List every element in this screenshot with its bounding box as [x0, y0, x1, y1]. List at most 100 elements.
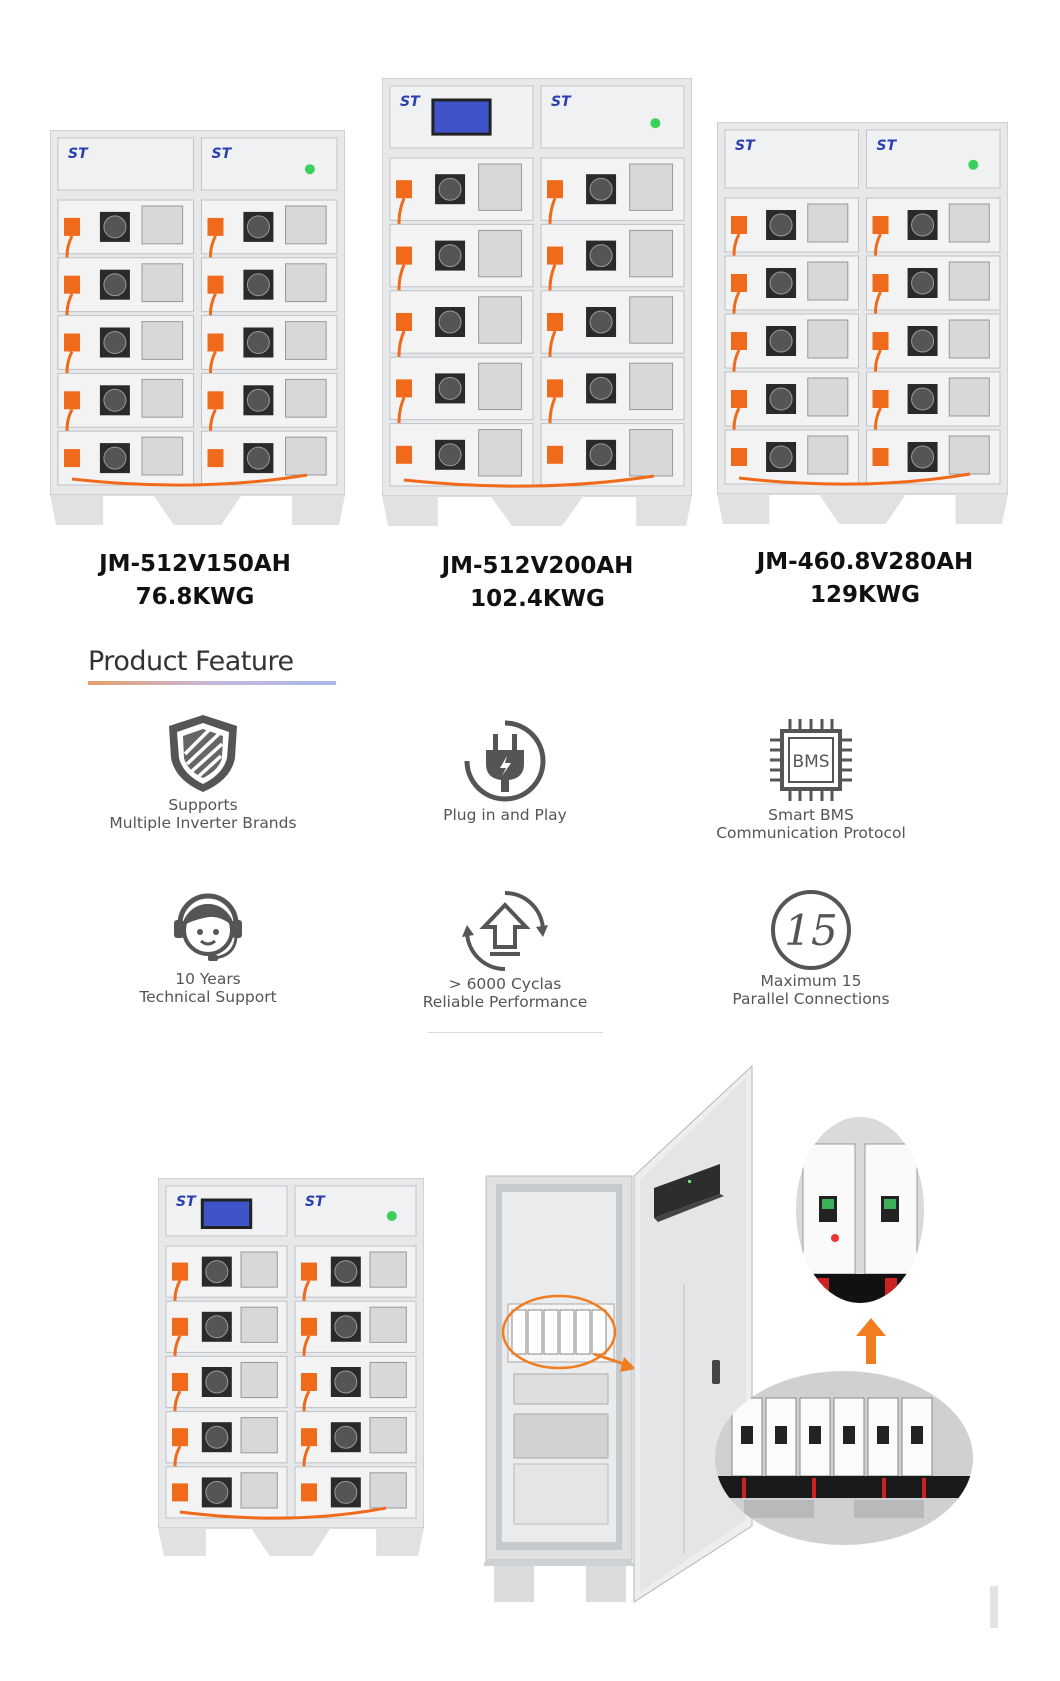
module-cover	[285, 378, 327, 418]
module-cover	[807, 319, 849, 359]
feature-smart-bms: BMS Smart BMS Communication Protocol	[671, 716, 951, 842]
power-connector	[172, 1317, 188, 1336]
scroll-indicator	[990, 1586, 998, 1628]
cabinet-foot	[376, 1528, 424, 1556]
arrow-up-icon	[856, 1318, 886, 1368]
cooling-fan-blade	[205, 1425, 229, 1449]
module-cover	[948, 319, 990, 359]
power-connector	[301, 1262, 317, 1281]
cooling-fan-blade	[911, 271, 935, 295]
section-title-underline	[88, 681, 336, 685]
feature-label-line2: Technical Support	[139, 988, 277, 1006]
breaker-closeup-image	[795, 1116, 925, 1304]
bms-chip-text: BMS	[792, 752, 829, 772]
module-cover	[141, 205, 184, 245]
module-cover	[629, 429, 674, 477]
power-connector	[547, 445, 563, 464]
feature-cycles: > 6000 Cyclas Reliable Performance	[365, 887, 645, 1011]
cooling-fan-blade	[438, 310, 462, 334]
cooling-fan-blade	[589, 177, 613, 201]
cooling-fan-blade	[911, 213, 935, 237]
cooling-fan-blade	[769, 329, 793, 353]
cooling-fan-blade	[438, 244, 462, 268]
cabinet-foot	[291, 495, 345, 525]
cooling-fan-blade	[103, 388, 127, 412]
power-connector	[396, 379, 412, 398]
module-cover	[240, 1306, 278, 1343]
cooling-fan-blade	[205, 1480, 229, 1504]
module-cover	[141, 436, 184, 476]
power-connector	[872, 448, 889, 466]
feature-label-line1: Maximum 15	[760, 972, 862, 990]
cooling-fan-blade	[246, 446, 270, 470]
feature-label-line1: Plug in and Play	[443, 806, 567, 824]
cooling-fan-blade	[334, 1315, 358, 1339]
brand-logo: ST	[68, 146, 89, 162]
cabinet-top-panel	[540, 85, 685, 149]
power-connector	[64, 217, 80, 236]
cooling-fan-blade	[246, 331, 270, 354]
cooling-fan-blade	[438, 376, 462, 400]
power-connector	[731, 390, 747, 408]
power-cable	[403, 474, 655, 488]
power-connector	[64, 275, 80, 294]
status-led	[386, 1211, 397, 1221]
product-caption-3: JM-460.8V280AH 129KWG	[720, 546, 1010, 612]
cooling-fan-blade	[911, 387, 935, 411]
module-cover	[948, 261, 990, 301]
cooling-fan-blade	[911, 445, 935, 469]
display-screen	[200, 1198, 253, 1229]
cycle-icon	[462, 891, 548, 971]
feature-label-line2: Parallel Connections	[732, 990, 890, 1008]
product-capacity: 102.4KWG	[470, 586, 605, 612]
bms-chip-icon: BMS	[770, 719, 852, 801]
power-connector	[172, 1428, 188, 1447]
module-cover	[141, 263, 184, 303]
brand-logo: ST	[305, 1194, 326, 1210]
cooling-fan-blade	[205, 1260, 229, 1284]
cabinet-top-panel	[866, 129, 1001, 189]
cooling-fan-blade	[334, 1260, 358, 1284]
module-cover	[629, 362, 674, 411]
section-divider	[428, 1032, 603, 1033]
power-connector	[547, 246, 563, 265]
cooling-fan-blade	[589, 376, 613, 400]
module-cover	[478, 296, 523, 344]
brand-logo: ST	[551, 94, 572, 110]
power-cable	[179, 1506, 387, 1520]
feature-label-line1: Supports	[168, 796, 238, 814]
cabinet-foot	[382, 496, 438, 526]
number-15-icon: 15	[771, 890, 851, 970]
cooling-fan-blade	[589, 443, 613, 467]
cooling-fan-blade	[911, 329, 935, 353]
power-connector	[64, 449, 80, 468]
cabinet-foot	[251, 1528, 331, 1556]
feature-parallel-connections: 15 Maximum 15 Parallel Connections	[671, 888, 951, 1008]
power-connector	[172, 1483, 188, 1502]
product-capacity: 76.8KWG	[135, 584, 255, 610]
power-connector	[64, 333, 80, 352]
cooling-fan-blade	[246, 388, 270, 412]
cooling-fan-blade	[246, 273, 270, 297]
module-cover	[240, 1417, 278, 1454]
shield-icon	[169, 715, 237, 792]
cooling-fan-blade	[769, 213, 793, 237]
cabinet-foot	[158, 1528, 206, 1556]
cooling-fan-blade	[589, 244, 613, 268]
power-connector	[731, 448, 747, 466]
module-cover	[948, 203, 990, 243]
module-cover	[369, 1417, 407, 1454]
cooling-fan-blade	[438, 177, 462, 201]
cooling-fan-blade	[103, 273, 127, 297]
power-connector	[396, 445, 412, 464]
power-connector	[207, 449, 224, 468]
status-led	[650, 118, 661, 129]
cooling-fan-blade	[103, 446, 127, 470]
module-cover	[141, 321, 184, 360]
power-connector	[207, 275, 224, 294]
